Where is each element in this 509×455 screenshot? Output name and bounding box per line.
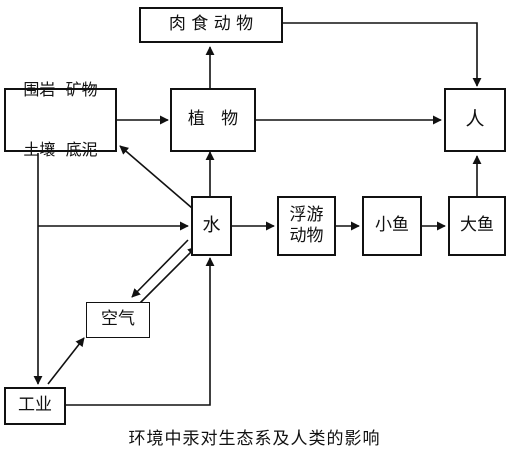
big-fish-label: 大鱼 bbox=[460, 215, 494, 236]
water-label: 水 bbox=[202, 214, 221, 236]
plankton-box: 浮游 动物 bbox=[277, 196, 336, 256]
air-box: 空气 bbox=[86, 302, 150, 338]
industry-box: 工业 bbox=[4, 387, 66, 425]
arrow-water-to-air bbox=[131, 239, 189, 298]
plants-label: 植 物 bbox=[187, 109, 239, 130]
arrow-industry-to-water bbox=[66, 257, 215, 406]
human-box: 人 bbox=[444, 88, 506, 152]
arrow-industry-to-air bbox=[47, 337, 85, 385]
carnivores-label: 肉 食 动 物 bbox=[168, 14, 254, 35]
plankton-label: 浮游 动物 bbox=[290, 205, 324, 248]
rocks-minerals-box: 围岩 矿物 土壤 底泥 bbox=[4, 80, 117, 159]
arrow-water-to-rocks bbox=[119, 145, 193, 209]
arrow-air-to-water bbox=[138, 246, 197, 305]
industry-label: 工业 bbox=[18, 395, 52, 416]
small-fish-label: 小鱼 bbox=[375, 215, 409, 236]
plankton-line-2: 动物 bbox=[289, 226, 324, 246]
big-fish-box: 大鱼 bbox=[448, 196, 506, 256]
rocks-minerals-label: 围岩 矿物 土壤 底泥 bbox=[23, 40, 97, 200]
water-box: 水 bbox=[191, 196, 232, 256]
plankton-line-1: 浮游 bbox=[289, 204, 324, 225]
carnivores-box: 肉 食 动 物 bbox=[139, 7, 283, 43]
human-label: 人 bbox=[465, 108, 485, 131]
rocks-minerals-line-2: 土壤 底泥 bbox=[23, 140, 98, 159]
rocks-minerals-line-1: 围岩 矿物 bbox=[23, 80, 98, 99]
plants-box: 植 物 bbox=[170, 88, 256, 152]
air-label: 空气 bbox=[101, 309, 135, 330]
small-fish-box: 小鱼 bbox=[362, 196, 422, 256]
arrow-carnivores-to-human bbox=[283, 22, 482, 87]
diagram-caption: 环境中汞对生态系及人类的影响 bbox=[128, 429, 381, 449]
